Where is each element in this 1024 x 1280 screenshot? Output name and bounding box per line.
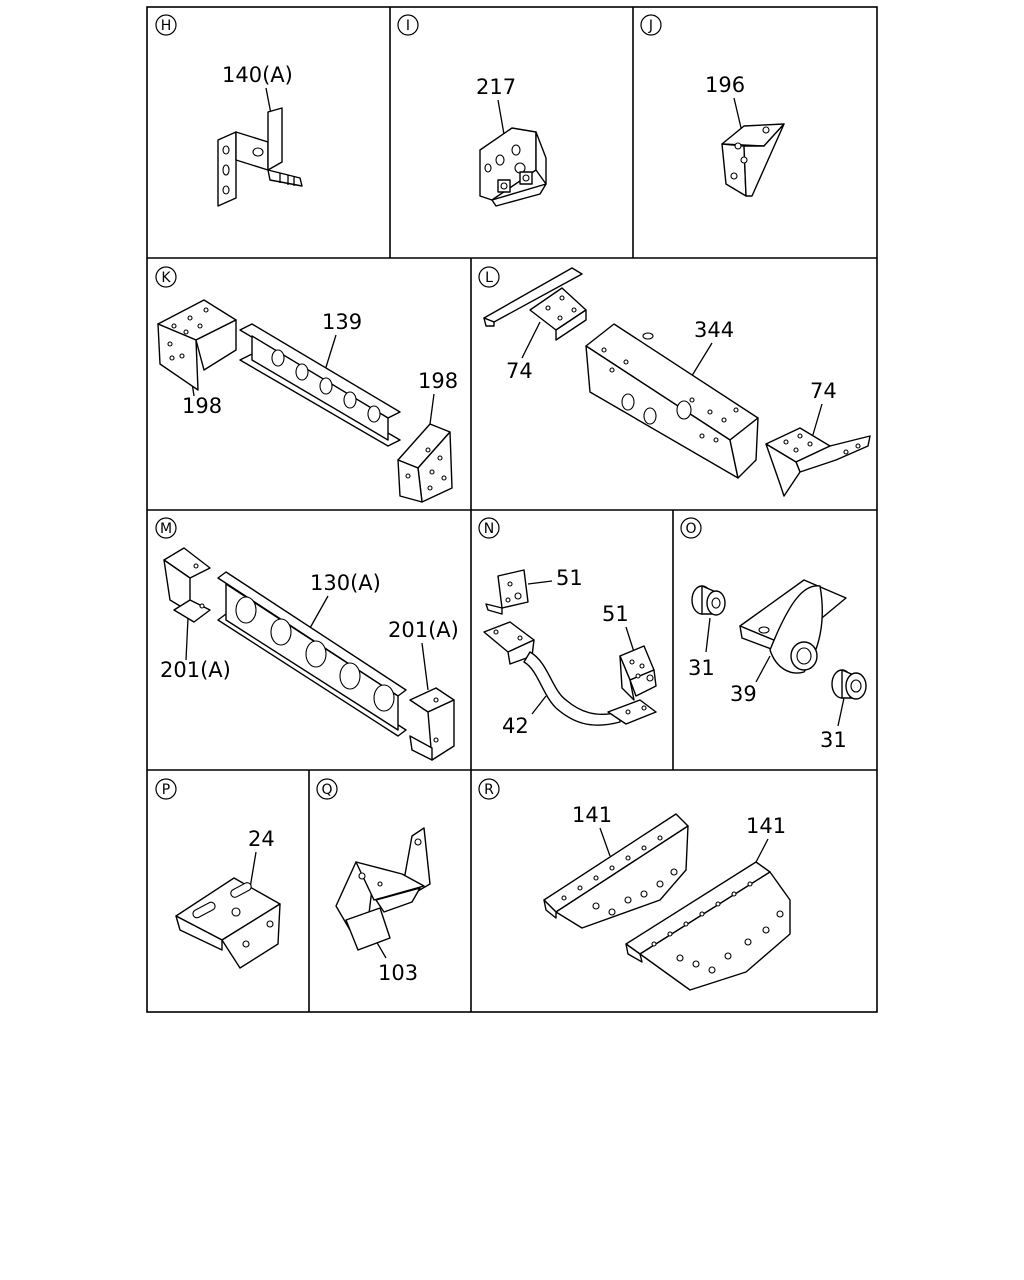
part-label-201a-right: 201(A) [388,618,459,642]
part-51-right-bracket [619,645,657,701]
part-label-198-right: 198 [418,369,458,393]
part-196-bracket [721,123,785,197]
part-51-left-bracket [485,569,529,615]
part-label-196: 196 [705,73,745,97]
section-i: I 217 [397,14,547,207]
part-label-51-right: 51 [602,602,629,626]
part-label-24: 24 [248,827,275,851]
diagram-grid [146,6,878,1013]
part-label-344: 344 [694,318,734,342]
section-j: J 196 [640,14,785,197]
section-o-letter: O [685,521,696,537]
part-103-bracket [335,827,431,951]
part-198-left-bracket [157,299,237,391]
section-q-letter: Q [321,782,332,798]
part-label-141-right: 141 [746,814,786,838]
part-141-right-bracket [625,861,791,991]
part-label-139: 139 [322,310,362,334]
section-i-letter: I [406,18,410,34]
part-24-bracket [175,877,281,969]
section-r-letter: R [484,782,494,798]
section-h-letter: H [161,18,172,34]
part-label-103: 103 [378,961,418,985]
section-m-letter: M [160,521,172,537]
section-p: P 24 [155,778,281,969]
part-label-74-right: 74 [810,379,837,403]
part-label-31-bottom: 31 [820,728,847,752]
section-k-letter: K [161,270,171,286]
part-140a-bracket [217,107,303,207]
part-217-bracket [479,127,547,207]
part-201a-left-bracket [163,547,211,623]
part-201a-right-bracket [409,687,455,761]
section-q: Q 103 [316,778,431,985]
part-label-51-left: 51 [556,566,583,590]
part-label-42: 42 [502,714,529,738]
part-74-left-bracket [483,267,587,341]
part-39-spring-bracket [739,579,847,674]
part-label-130a: 130(A) [310,571,381,595]
section-n-letter: N [484,521,494,537]
part-label-201a-left: 201(A) [160,658,231,682]
section-k: K 139 198 198 [155,266,458,503]
section-l-letter: L [485,270,493,286]
part-label-198-left: 198 [182,394,222,418]
section-p-letter: P [162,782,170,798]
section-j-letter: J [648,18,653,34]
section-m: M 130(A) 201(A) 201(A) [155,517,459,761]
part-130a-crossmember [217,571,407,737]
part-141-left-bracket [543,813,689,929]
part-label-141-left: 141 [572,803,612,827]
part-31-bottom-bushing [831,669,867,700]
part-198-right-bracket [397,423,453,503]
part-label-140a: 140(A) [222,63,293,87]
section-h: H 140(A) [155,14,303,207]
section-r: R 141 141 [478,778,791,991]
part-42-crossmember [483,621,657,726]
part-label-39: 39 [730,682,757,706]
section-n: N 51 51 42 [478,517,657,738]
part-label-31-top: 31 [688,656,715,680]
part-label-74-left: 74 [506,359,533,383]
section-o: O 31 39 31 [680,517,867,752]
part-344-crossmember [585,323,759,479]
part-label-217: 217 [476,75,516,99]
part-139-crossmember [239,323,401,447]
part-74-right-bracket [765,427,871,497]
section-l: L 344 74 74 [478,266,871,497]
part-31-top-bushing [691,585,726,616]
